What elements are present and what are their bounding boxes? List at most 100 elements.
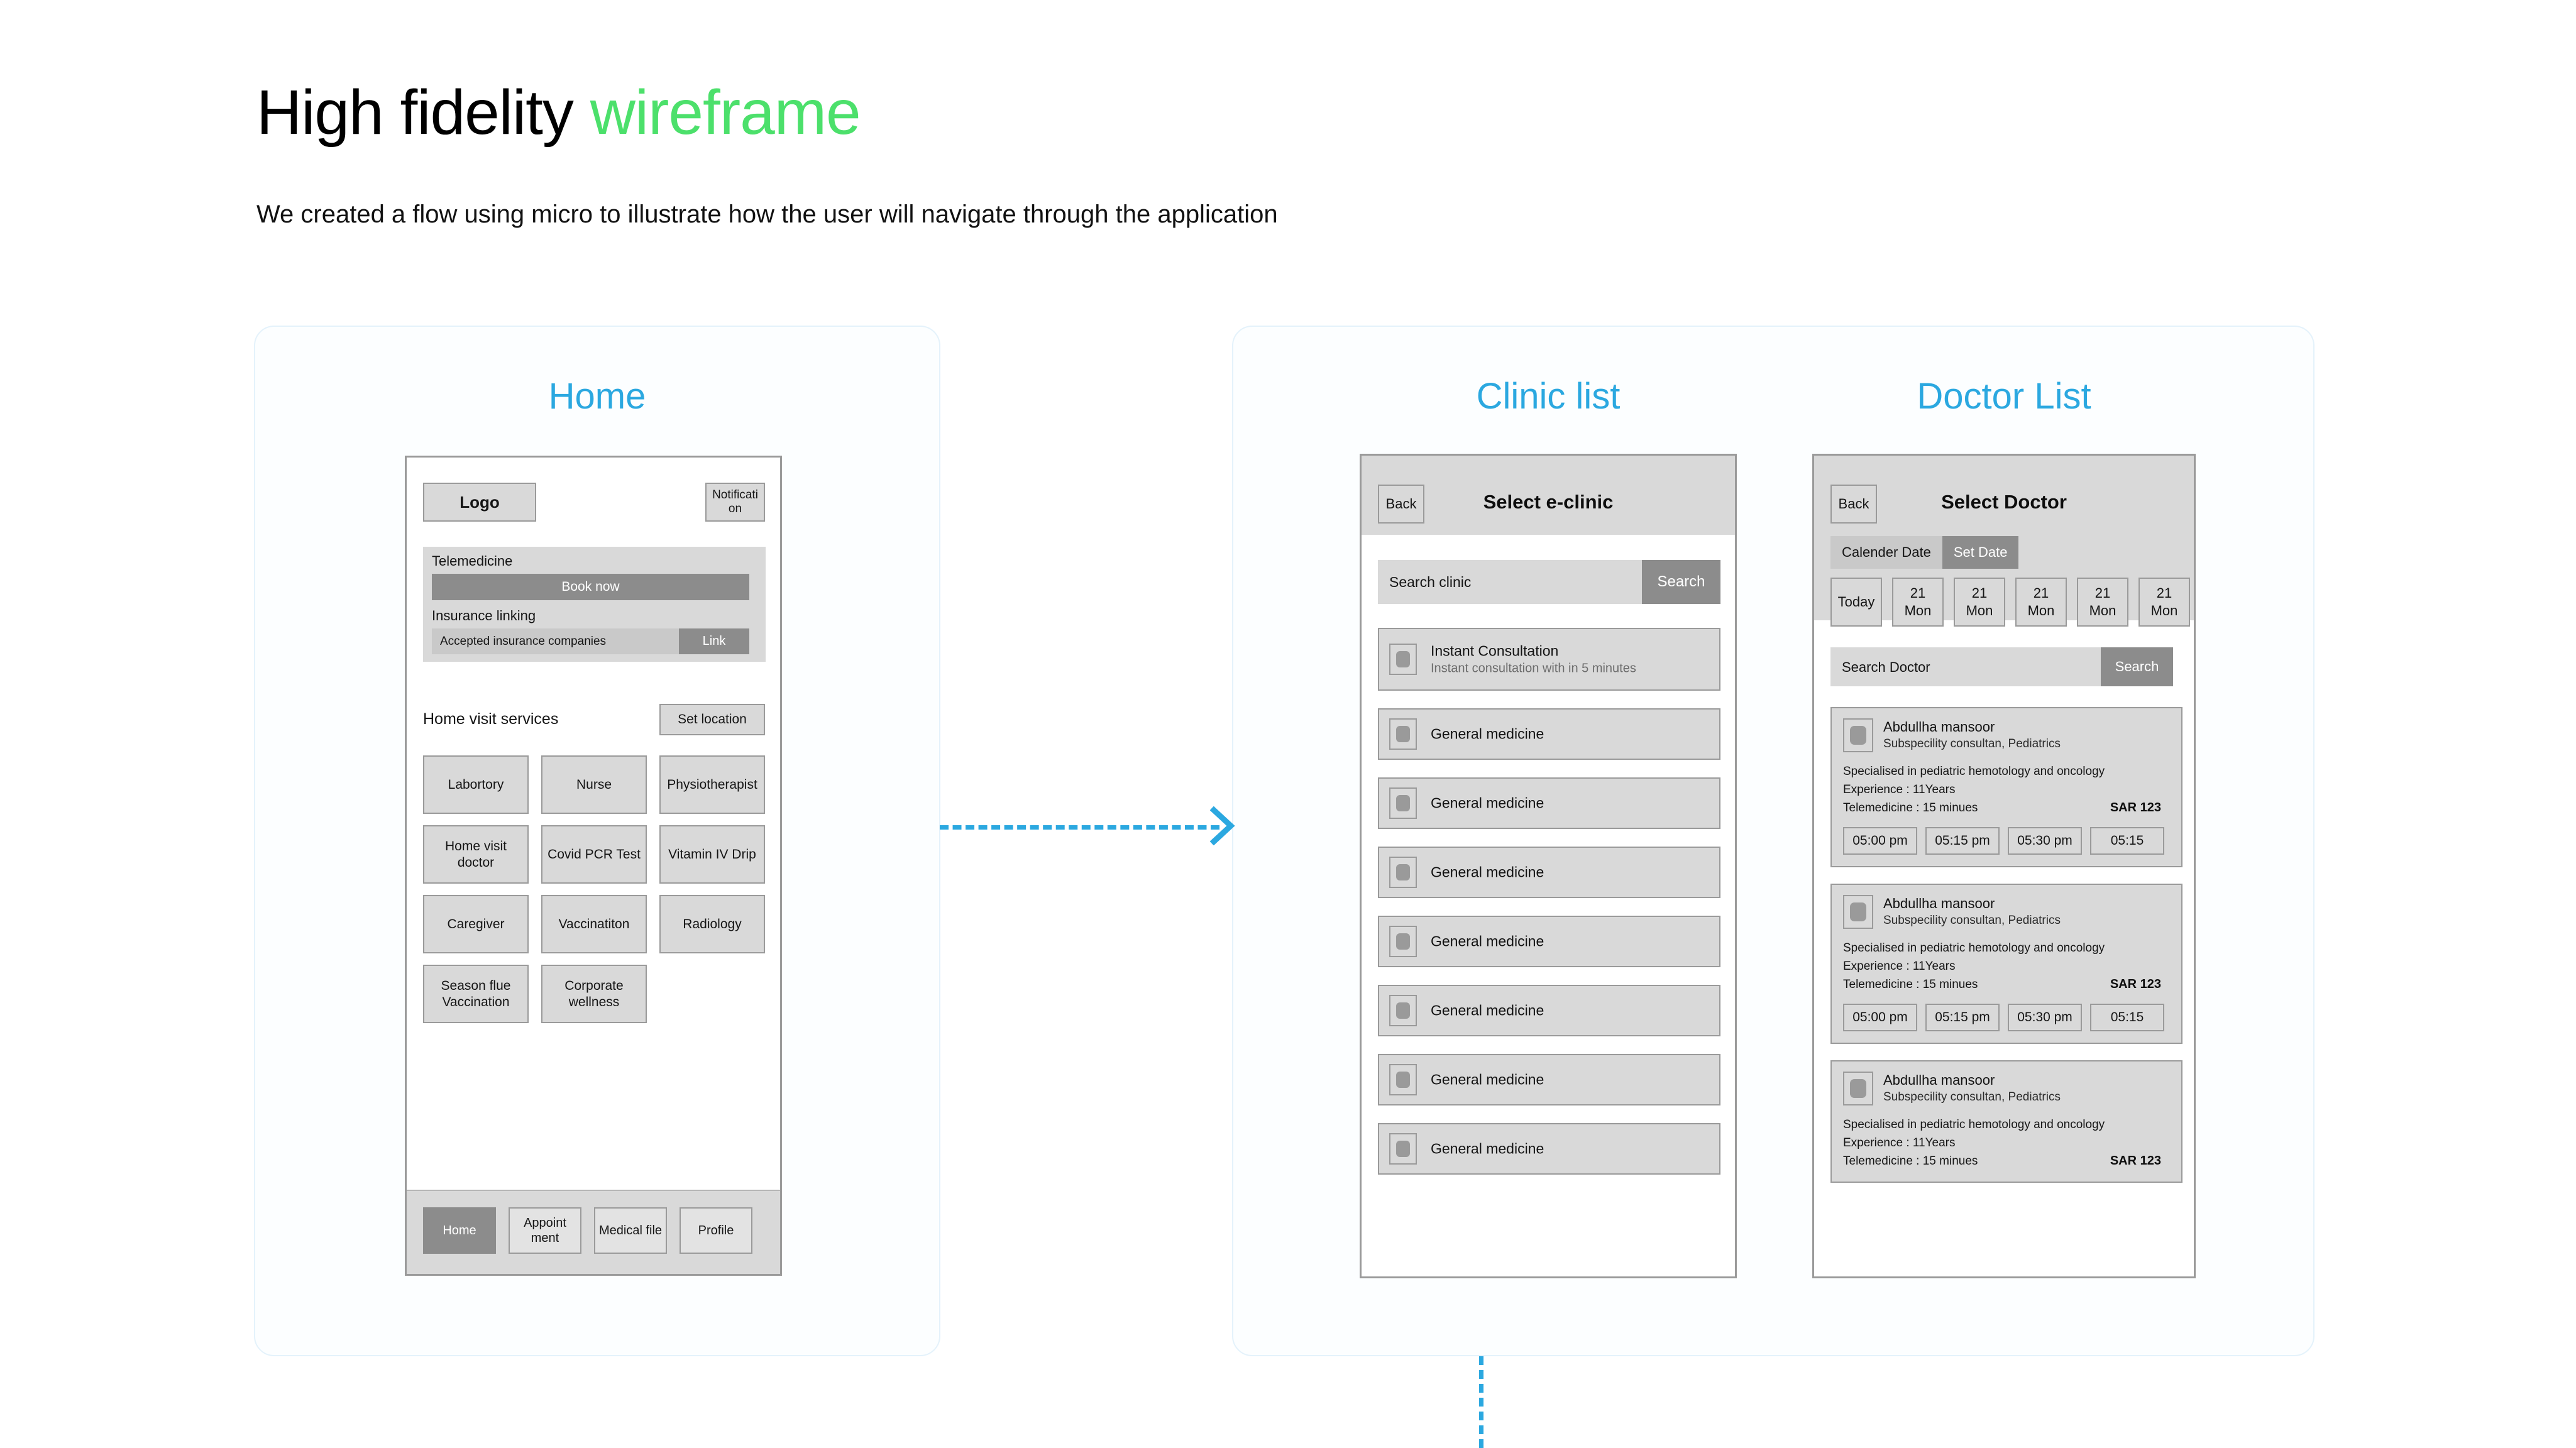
clinic-thumbnail-icon	[1389, 926, 1417, 957]
doctor-search-bar: Search Doctor Search	[1830, 647, 2173, 686]
doctor-time-slots: 05:00 pm 05:15 pm 05:30 pm 05:15	[1843, 827, 2170, 855]
clinic-item-text: General medicine	[1431, 1140, 1544, 1158]
segment-set-date[interactable]: Set Date	[1942, 536, 2019, 569]
time-slot-button[interactable]: 05:30 pm	[2008, 1004, 2082, 1031]
doctor-avatar	[1843, 1072, 1873, 1105]
doctor-role: Subspecility consultan, Pediatrics	[1883, 1090, 2061, 1104]
insurance-link-button[interactable]: Link	[679, 628, 749, 654]
page-title: High fidelity wireframe	[256, 75, 861, 150]
time-slot-button[interactable]: 05:15 pm	[1925, 827, 2000, 855]
service-tile[interactable]: Season flue Vaccination	[423, 965, 529, 1023]
doctor-price: SAR 123	[2110, 977, 2161, 991]
date-chip-day: Mon	[2150, 603, 2178, 618]
time-slot-button[interactable]: 05:00 pm	[1843, 827, 1917, 855]
clinic-list-item[interactable]: General medicine	[1378, 1054, 1720, 1105]
service-tile[interactable]: Home visit doctor	[423, 825, 529, 884]
doctor-experience: Experience : 11Years	[1843, 783, 1956, 796]
time-slot-button[interactable]: 05:30 pm	[2008, 827, 2082, 855]
clinic-list-item[interactable]: General medicine	[1378, 777, 1720, 829]
nav-item-home[interactable]: Home	[423, 1207, 496, 1254]
clinic-search-button[interactable]: Search	[1642, 560, 1720, 604]
date-chip[interactable]: Today	[1830, 578, 1882, 627]
clinic-list-item[interactable]: General medicine	[1378, 916, 1720, 967]
doctor-screen-title: Select Doctor	[1941, 491, 2067, 513]
service-tile[interactable]: Covid PCR Test	[541, 825, 647, 884]
clinic-thumbnail-icon	[1389, 1133, 1417, 1165]
panel-heading-home: Home	[548, 376, 646, 417]
clinic-item-name: General medicine	[1431, 1002, 1544, 1019]
phone-frame-clinic-list: Back Select e-clinic Search clinic Searc…	[1360, 454, 1737, 1278]
clinic-item-name: General medicine	[1431, 1071, 1544, 1088]
set-location-button[interactable]: Set location	[659, 704, 765, 735]
clinic-thumbnail-icon	[1389, 1064, 1417, 1095]
date-chip-day: Mon	[1904, 603, 1932, 618]
date-chip-day: Mon	[1966, 603, 1993, 618]
clinic-item-text: General medicine	[1431, 794, 1544, 813]
time-slot-button[interactable]: 05:15	[2090, 827, 2164, 855]
clinic-item-text: General medicine	[1431, 725, 1544, 743]
clinic-list-item[interactable]: General medicine	[1378, 985, 1720, 1036]
clinic-search-bar: Search clinic Search	[1378, 560, 1720, 604]
nav-item-medical-file[interactable]: Medical file	[594, 1207, 667, 1254]
clinic-item-text: General medicine	[1431, 933, 1544, 951]
telemedicine-title: Telemedicine	[432, 553, 513, 569]
clinic-list-item[interactable]: General medicine	[1378, 1123, 1720, 1175]
time-slot-button[interactable]: 05:00 pm	[1843, 1004, 1917, 1031]
clinic-list-item[interactable]: General medicine	[1378, 708, 1720, 760]
date-chip-number: 21	[1910, 585, 1926, 601]
service-tile[interactable]: Corporate wellness	[541, 965, 647, 1023]
date-chip-number: 21	[1971, 585, 1988, 601]
doctor-search-button[interactable]: Search	[2101, 647, 2173, 686]
clinic-list-item[interactable]: General medicine	[1378, 847, 1720, 898]
doctor-speciality: Specialised in pediatric hemotology and …	[1843, 1118, 2105, 1131]
service-tile[interactable]: Physiotherapist	[659, 755, 765, 814]
doctor-experience: Experience : 11Years	[1843, 1136, 1956, 1149]
panel-heading-doctor-list: Doctor List	[1917, 376, 2091, 417]
date-mode-segmented-control: Calender Date Set Date	[1830, 536, 2019, 569]
doctor-time-slots: 05:00 pm 05:15 pm 05:30 pm 05:15	[1843, 1004, 2170, 1031]
page-subtitle: We created a flow using micro to illustr…	[256, 200, 1278, 228]
back-button[interactable]: Back	[1830, 485, 1877, 524]
service-tile[interactable]: Radiology	[659, 895, 765, 953]
notification-button[interactable]: Notificati on	[705, 483, 765, 522]
segment-calendar-date[interactable]: Calender Date	[1830, 536, 1942, 569]
logo-button[interactable]: Logo	[423, 483, 536, 522]
bottom-navigation-bar: Home Appoint ment Medical file Profile	[407, 1190, 780, 1274]
service-tile[interactable]: Labortory	[423, 755, 529, 814]
doctor-price: SAR 123	[2110, 1154, 2161, 1168]
time-slot-button[interactable]: 05:15 pm	[1925, 1004, 2000, 1031]
service-tile[interactable]: Vaccinatiton	[541, 895, 647, 953]
flow-connector-vertical	[1479, 1356, 1483, 1448]
doctor-experience: Experience : 11Years	[1843, 960, 1956, 973]
doctor-search-input[interactable]: Search Doctor	[1842, 659, 1930, 675]
clinic-item-name: General medicine	[1431, 1140, 1544, 1157]
service-tile[interactable]: Caregiver	[423, 895, 529, 953]
time-slot-button[interactable]: 05:15	[2090, 1004, 2164, 1031]
back-button[interactable]: Back	[1378, 485, 1424, 524]
nav-item-profile[interactable]: Profile	[680, 1207, 752, 1254]
clinic-thumbnail-icon	[1389, 787, 1417, 819]
nav-item-appoint-ment[interactable]: Appoint ment	[509, 1207, 581, 1254]
doctor-speciality: Specialised in pediatric hemotology and …	[1843, 941, 2105, 955]
service-tile[interactable]: Nurse	[541, 755, 647, 814]
clinic-search-input[interactable]: Search clinic	[1389, 574, 1472, 590]
date-chip-number: 21	[2094, 585, 2111, 601]
clinic-item-name: General medicine	[1431, 933, 1544, 950]
service-tile[interactable]: Vitamin IV Drip	[659, 825, 765, 884]
book-now-button[interactable]: Book now	[432, 574, 749, 600]
